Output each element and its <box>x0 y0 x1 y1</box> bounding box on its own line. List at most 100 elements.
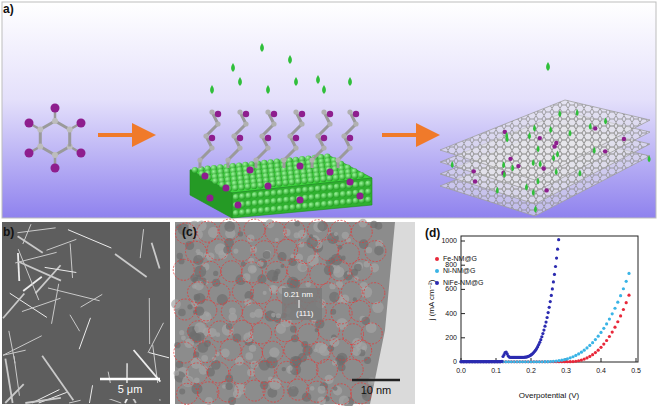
drawing-part <box>302 392 311 401</box>
legend-text: Ni-NM@G <box>443 267 475 274</box>
data-point <box>504 360 507 363</box>
drawing-part <box>276 361 297 382</box>
drawing-part <box>252 192 258 198</box>
drawing-part <box>361 346 365 350</box>
drawing-part <box>215 111 221 117</box>
drawing-part <box>188 321 209 342</box>
drawing-part <box>293 145 298 150</box>
drawing-part <box>321 109 326 114</box>
drawing-part <box>287 277 299 289</box>
drawing-part <box>330 220 351 241</box>
drawing-part <box>295 178 301 184</box>
data-point <box>608 317 611 320</box>
drawing-part <box>315 186 321 192</box>
drawing-part <box>233 194 239 200</box>
drawing-part <box>533 124 536 131</box>
lattice-spacing: 0.21 nm <box>284 291 313 299</box>
data-point <box>518 360 521 363</box>
data-point <box>521 360 524 363</box>
tem-image <box>175 222 415 404</box>
drawing-part <box>195 342 216 363</box>
drawing-part <box>302 203 308 209</box>
drawing-part <box>361 286 372 297</box>
drawing-part <box>283 229 291 237</box>
data-point <box>543 360 546 363</box>
drawing-part <box>461 337 465 338</box>
drawing-part <box>239 193 245 199</box>
drawing-part <box>3 293 24 318</box>
drawing-part <box>209 145 214 150</box>
drawing-part <box>352 347 361 356</box>
drawing-part <box>310 264 331 285</box>
data-point <box>552 280 555 283</box>
drawing-part <box>334 192 340 198</box>
drawing-part <box>334 200 340 206</box>
drawing-part <box>312 112 330 168</box>
data-point <box>549 300 552 303</box>
drawing-part <box>351 259 372 280</box>
drawing-part <box>327 175 333 181</box>
data-point <box>563 358 566 361</box>
drawing-part <box>149 352 169 357</box>
drawing-part <box>263 381 284 402</box>
drawing-part <box>178 309 186 317</box>
drawing-part <box>217 381 238 402</box>
drawing-part <box>243 111 249 117</box>
drawing-part <box>283 180 289 186</box>
data-point <box>557 238 560 241</box>
drawing-part <box>283 197 289 203</box>
drawing-part <box>258 191 264 197</box>
drawing-part <box>263 250 271 258</box>
drawing-part <box>349 301 370 322</box>
drawing-part <box>534 206 537 213</box>
drawing-part <box>81 294 103 307</box>
drawing-part <box>335 157 340 162</box>
drawing-part <box>288 386 299 397</box>
drawing-part <box>287 260 308 281</box>
data-point <box>529 360 532 363</box>
drawing-part <box>239 184 245 190</box>
drawing-part <box>327 121 332 126</box>
legend-swatch <box>435 257 439 261</box>
data-point <box>605 339 608 342</box>
drawing-part <box>576 109 579 116</box>
drawing-part <box>233 249 238 254</box>
drawing-part <box>357 193 364 200</box>
drawing-part <box>251 283 272 304</box>
data-point <box>553 273 556 276</box>
data-point <box>591 341 594 344</box>
drawing-part <box>194 377 200 383</box>
drawing-part <box>242 303 263 324</box>
drawing-part <box>5 384 23 403</box>
data-point <box>507 360 510 363</box>
tick-label: 0.0 <box>456 367 466 374</box>
molecule-chains <box>197 43 359 168</box>
drawing-part <box>3 350 26 355</box>
drawing-part <box>374 246 384 256</box>
drawing-part <box>294 232 300 238</box>
drawing-part <box>174 342 180 348</box>
data-point <box>591 353 594 356</box>
metal-slab <box>190 153 372 218</box>
data-point <box>529 360 532 363</box>
drawing-part <box>329 260 350 281</box>
data-point <box>588 355 591 358</box>
drawing-part <box>283 205 289 211</box>
drawing-part <box>208 362 229 383</box>
data-point <box>556 248 559 251</box>
drawing-part <box>271 111 277 117</box>
drawing-part <box>287 133 292 138</box>
drawing-part <box>287 379 308 400</box>
drawing-part <box>76 149 85 158</box>
data-point <box>616 320 619 323</box>
drawing-part <box>25 149 34 158</box>
drawing-part <box>276 313 281 318</box>
drawing-part <box>365 188 371 194</box>
data-point <box>513 360 516 363</box>
drawing-part <box>149 298 150 344</box>
drawing-part <box>25 398 61 403</box>
drawing-part <box>353 111 359 117</box>
drawing-part <box>603 149 607 153</box>
reaction-arrow <box>98 133 144 137</box>
drawing-part <box>17 228 55 233</box>
